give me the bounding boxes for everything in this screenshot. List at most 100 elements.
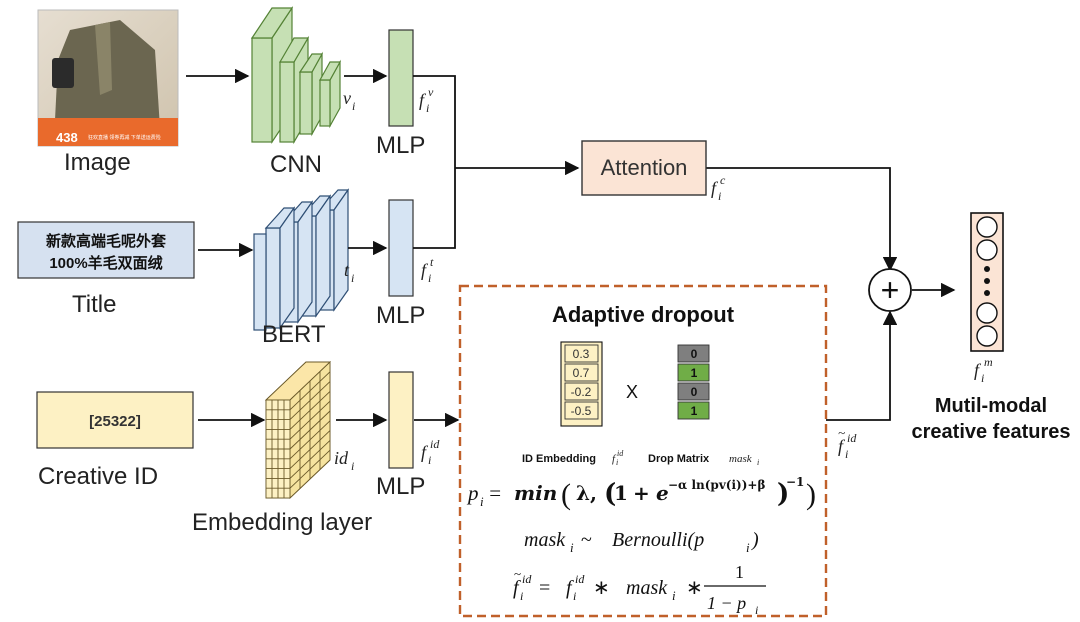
svg-text:f: f (838, 436, 846, 456)
price-banner (38, 118, 178, 146)
svg-text:p: p (466, 481, 479, 505)
svg-text:id: id (430, 437, 440, 451)
svg-text:1: 1 (735, 562, 744, 582)
svg-text:∗: ∗ (681, 577, 708, 599)
svg-text:i: i (570, 540, 574, 555)
svg-text:t: t (430, 255, 434, 269)
embedding-cell (564, 382, 599, 401)
svg-text:i: i (672, 588, 676, 603)
svg-text:i: i (351, 459, 354, 473)
creative-id-value: [25322] (89, 413, 141, 430)
svg-text:i: i (757, 458, 759, 467)
id-i-symbol: id i (334, 448, 354, 473)
embedding-label: Embedding layer (192, 509, 372, 536)
svg-text:v: v (428, 85, 434, 99)
output-label-line-1: Mutil-modal (935, 395, 1047, 417)
equation-mask: mask i ~ Bernoulli(p i ) (524, 529, 759, 555)
svg-text:~: ~ (838, 425, 845, 440)
title-line-1: 新款高端毛呢外套 (46, 232, 167, 250)
equation-f-tilde: f ~ id i = f id i ∗ mask i ∗ 1 1 − p i (513, 562, 766, 617)
v-i-symbol: v i (343, 88, 355, 113)
svg-text:i: i (426, 101, 429, 115)
embedding-cell (564, 363, 599, 382)
embedding-cell-value: -0.2 (571, 385, 592, 399)
svg-text:i: i (428, 453, 431, 467)
svg-text:f: f (421, 260, 429, 280)
id-embedding-vector: 0.30.7-0.2-0.5 (560, 341, 603, 427)
emb-caption: ID Embedding f id i (522, 449, 624, 467)
svg-text:i: i (352, 99, 355, 113)
coat-lapel (95, 22, 112, 95)
svg-text:i: i (573, 589, 576, 603)
svg-text:f: f (566, 577, 574, 599)
output-vector (970, 212, 1004, 352)
creative-id-label: Creative ID (38, 463, 158, 490)
svg-text:+: + (626, 481, 657, 505)
embedding-cell (564, 401, 599, 420)
svg-text:i: i (755, 603, 758, 617)
svg-text:,: , (590, 481, 597, 505)
mask-cell (677, 401, 710, 420)
mlp-image-label: MLP (376, 132, 425, 159)
fusion-operator: + (881, 272, 900, 308)
svg-text:): ) (806, 478, 816, 511)
embedding-grid (264, 360, 332, 500)
svg-text:i: i (845, 447, 848, 461)
svg-text:=: = (484, 481, 506, 505)
svg-text:f: f (612, 453, 617, 465)
bert-label: BERT (262, 321, 326, 348)
svg-text:i: i (520, 589, 523, 603)
mlp-image-block (388, 29, 414, 127)
f-m-symbol: f m i (974, 355, 993, 385)
svg-text:): ) (777, 479, 789, 509)
arrow-dropout-plus (826, 310, 898, 421)
f-t-symbol: f t i (421, 255, 434, 285)
equation-p: p i = min ( λ , ( 1 + e −α ln(pv(i))+β )… (466, 475, 816, 511)
svg-text:id: id (847, 431, 857, 445)
mask-cell-value: 1 (691, 404, 698, 418)
svg-text:mask: mask (729, 453, 753, 465)
svg-text:id: id (522, 572, 532, 586)
svg-text:min: min (514, 481, 557, 505)
svg-text:−1: −1 (786, 475, 804, 489)
f-c-symbol: f c i (711, 173, 726, 203)
cnn-block (250, 6, 342, 145)
mask-cell-value: 1 (691, 366, 698, 380)
svg-text:λ: λ (576, 481, 590, 505)
times-sign: X (626, 382, 638, 402)
svg-text:−α ln(pv(i))+β: −α ln(pv(i))+β (668, 478, 765, 492)
svg-text:mask: mask (626, 577, 668, 599)
svg-text:i: i (718, 189, 721, 203)
svg-text:f: f (513, 577, 521, 599)
svg-text:i: i (616, 458, 618, 467)
mask-cell (677, 382, 710, 401)
svg-text:i: i (981, 371, 984, 385)
svg-text:f: f (711, 178, 719, 198)
f-v-symbol: f v i (419, 85, 434, 115)
mask-cell (677, 344, 710, 363)
svg-text:i: i (746, 540, 750, 555)
t-i-symbol: t i (344, 260, 354, 285)
mlp-title-label: MLP (376, 302, 425, 329)
mlp-id-block (388, 371, 414, 469)
title-label: Title (72, 291, 116, 318)
embedding-cell-value: 0.3 (573, 347, 590, 361)
svg-text:i: i (351, 271, 354, 285)
title-line-2: 100%羊毛双面绒 (49, 254, 162, 272)
image-label: Image (64, 149, 131, 176)
svg-text:=: = (534, 577, 555, 599)
output-label-line-2: creative features (912, 421, 1071, 443)
svg-text:): ) (751, 529, 759, 551)
attention-block (581, 140, 707, 196)
mask-cell (677, 363, 710, 382)
svg-text:Drop Matrix: Drop Matrix (648, 453, 710, 465)
f-tilde-id-symbol: f ~ id i (838, 425, 857, 461)
mask-cell-value: 0 (691, 385, 698, 399)
embedding-cell-value: -0.5 (571, 404, 592, 418)
svg-text:id: id (575, 572, 585, 586)
svg-text:t: t (344, 260, 350, 280)
svg-text:m: m (984, 355, 993, 369)
svg-text:i: i (480, 494, 484, 509)
